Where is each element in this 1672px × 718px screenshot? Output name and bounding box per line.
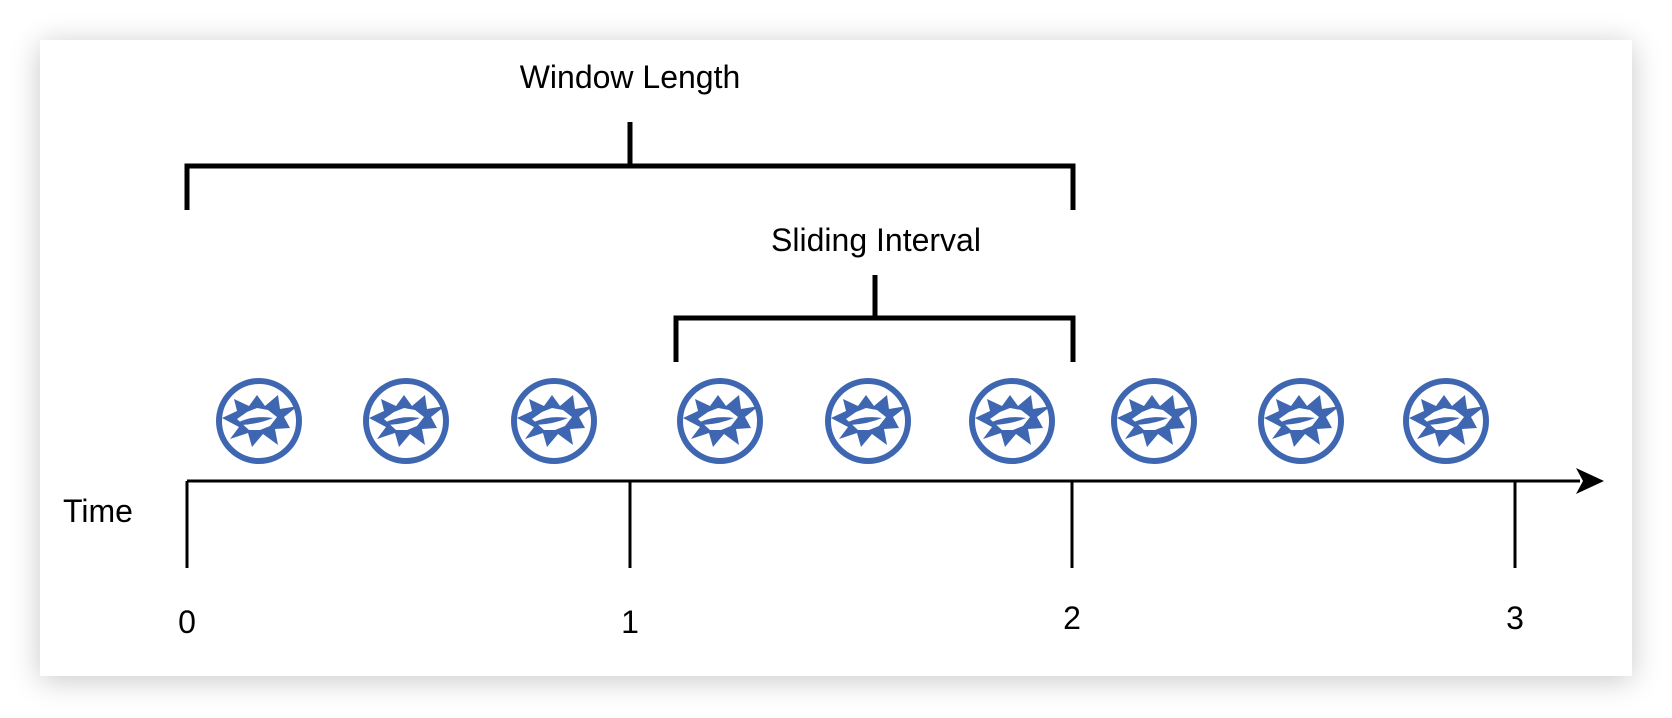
- diagram-card: [40, 40, 1632, 676]
- event-burst-icon: [1114, 381, 1194, 461]
- sliding-interval-bracket: Sliding Interval: [673, 222, 1076, 362]
- window-length-brace: [184, 163, 1076, 210]
- event-burst-icon: [366, 381, 446, 461]
- tick-label-0: 0: [178, 604, 196, 640]
- event-burst-icon: [1261, 381, 1341, 461]
- time-axis-label: Time: [63, 493, 133, 529]
- event-burst-icon: [514, 381, 594, 461]
- time-axis-arrowhead: [1576, 468, 1604, 494]
- time-axis: Time 0 1 2 3: [63, 468, 1604, 640]
- event-burst-icon: [680, 381, 760, 461]
- window-length-bracket: Window Length: [184, 59, 1076, 210]
- event-burst-icon: [1406, 381, 1486, 461]
- sliding-interval-label: Sliding Interval: [771, 222, 981, 258]
- tick-label-2: 2: [1063, 600, 1081, 636]
- event-burst-icon: [219, 381, 299, 461]
- tick-label-3: 3: [1506, 600, 1524, 636]
- event-row: [219, 381, 1486, 461]
- window-length-label: Window Length: [520, 59, 741, 95]
- tick-label-1: 1: [621, 604, 639, 640]
- sliding-interval-brace: [673, 315, 1076, 362]
- event-burst-icon: [828, 381, 908, 461]
- event-burst-icon: [972, 381, 1052, 461]
